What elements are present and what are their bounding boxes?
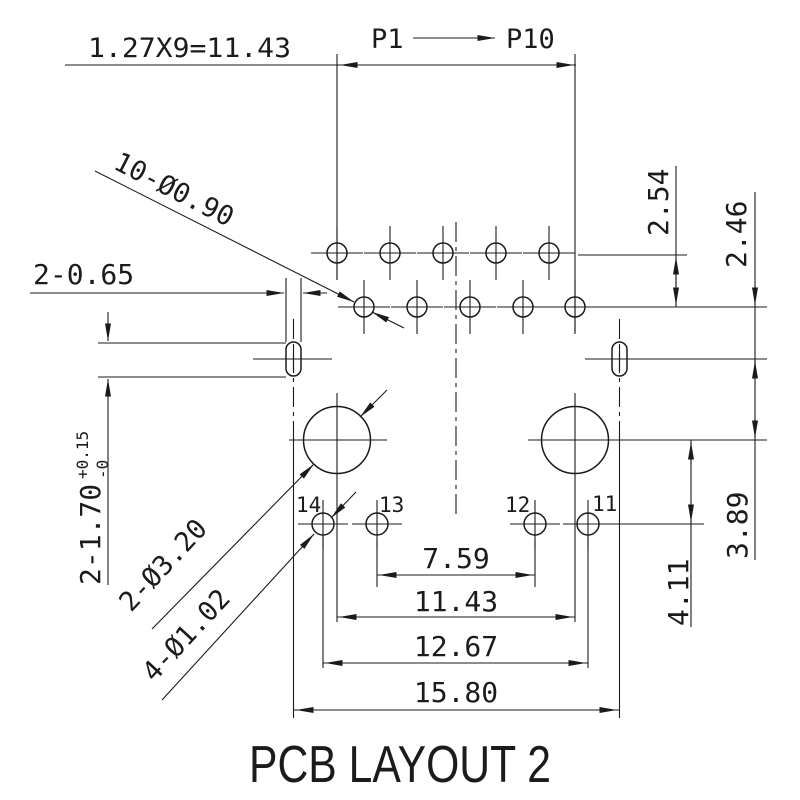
- pitch-formula-label: 1.27X9=11.43: [88, 33, 291, 64]
- top-pitch-dimension: 1.27X9=11.43: [65, 33, 576, 333]
- leader-line: [94, 170, 355, 303]
- slot-height-tol-lower: -0: [93, 460, 112, 479]
- post-holes: [289, 393, 767, 622]
- pin-number-13: 13: [379, 493, 404, 517]
- dim-1580-label: 15.80: [414, 676, 498, 709]
- corner-holes: 14 13 12 11: [296, 492, 617, 550]
- dim-411-label: 4.11: [662, 559, 695, 626]
- leader-tail: [371, 311, 405, 329]
- leader-tail: [359, 389, 388, 418]
- pin-last-label: P10: [506, 24, 555, 55]
- leader-line: [161, 533, 315, 701]
- right-dimensions: 2.54 2.46 3.89 4.11: [578, 166, 767, 627]
- dim-389-label: 3.89: [721, 492, 754, 559]
- slot-height-tol-upper: +0.15: [73, 431, 92, 479]
- dim-1143-label: 11.43: [414, 585, 498, 618]
- pin-number-11: 11: [592, 492, 617, 516]
- pin-number-12: 12: [505, 493, 530, 517]
- pin-direction-note: P1 P10: [371, 24, 555, 55]
- dim-759-label: 7.59: [422, 542, 489, 575]
- dim-254-label: 2.54: [642, 169, 675, 236]
- drawing-title: PCB LAYOUT 2: [249, 736, 551, 794]
- leader-line: [151, 463, 315, 630]
- dim-1267-label: 12.67: [414, 630, 498, 663]
- slot-width-label: 2-0.65: [33, 258, 134, 291]
- leader-tail: [330, 491, 357, 519]
- bottom-dimensions: 7.59 11.43 12.67 15.80: [293, 536, 620, 713]
- dim-246-label: 2.46: [720, 201, 753, 268]
- slot-height-label: 2-1.70: [74, 484, 107, 585]
- pin-number-14: 14: [296, 493, 321, 517]
- pin-first-label: P1: [371, 24, 404, 55]
- slot-width-dimension: 2-0.65: [30, 258, 327, 342]
- slot-height-dimension: 2-1.70 +0.15 -0: [73, 312, 286, 585]
- mounting-slots: [253, 319, 767, 718]
